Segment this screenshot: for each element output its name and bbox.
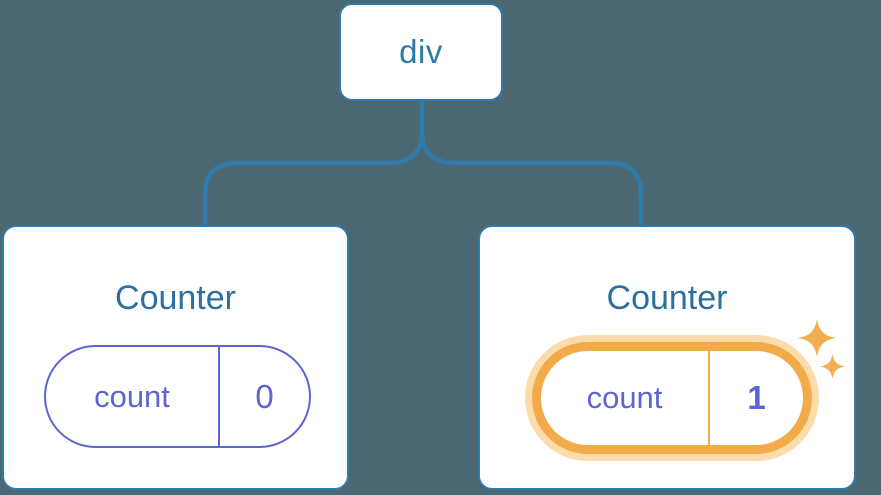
sparkle-icon	[798, 319, 836, 357]
counter-card-left: Counter count 0	[2, 225, 349, 490]
counter-title: Counter	[115, 279, 236, 317]
state-value: 1	[747, 379, 766, 416]
state-pill: count 0	[44, 345, 311, 448]
tree-node-div: div	[339, 3, 503, 101]
counter-title: Counter	[606, 279, 728, 317]
state-key-label: count	[541, 351, 710, 445]
sparkle-icon	[820, 354, 845, 379]
connector-left-branch	[202, 100, 425, 226]
state-value: 0	[255, 377, 274, 415]
state-pill-highlighted: count 1	[532, 342, 812, 454]
state-key-label: count	[46, 347, 220, 446]
connector-right-branch	[419, 100, 644, 226]
counter-card-right: Counter count 1	[478, 225, 856, 490]
tree-node-div-label: div	[399, 33, 443, 70]
